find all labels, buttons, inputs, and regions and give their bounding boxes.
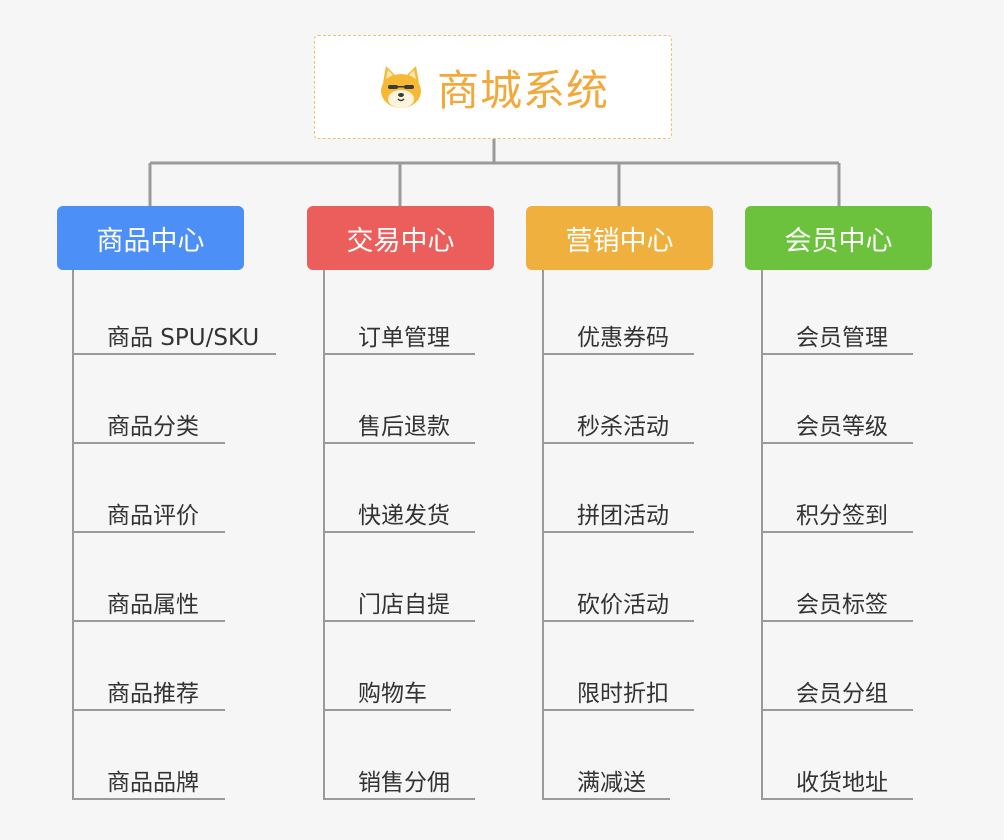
list-item: 购物车 — [358, 681, 427, 707]
list-item: 商品评价 — [107, 503, 199, 529]
list-item: 会员管理 — [796, 325, 888, 351]
category-marketing-center: 营销中心 — [526, 206, 713, 270]
list-item: 商品 SPU/SKU — [107, 325, 260, 351]
list-item: 会员标签 — [796, 592, 888, 618]
list-item: 商品分类 — [107, 414, 199, 440]
list-item: 订单管理 — [358, 325, 450, 351]
list-item: 满减送 — [577, 770, 646, 796]
list-item: 商品品牌 — [107, 770, 199, 796]
list-item: 砍价活动 — [577, 592, 669, 618]
category-trade-center: 交易中心 — [307, 206, 494, 270]
list-item: 售后退款 — [358, 414, 450, 440]
category-label: 会员中心 — [784, 225, 893, 257]
list-item: 快递发货 — [358, 503, 450, 529]
category-label: 交易中心 — [346, 225, 455, 257]
root-node: 商城系统 — [314, 35, 672, 139]
category-product-center: 商品中心 — [57, 206, 244, 270]
list-item: 秒杀活动 — [577, 414, 669, 440]
list-item: 拼团活动 — [577, 503, 669, 529]
category-label: 营销中心 — [565, 225, 674, 257]
list-item: 收货地址 — [796, 770, 888, 796]
list-item: 销售分佣 — [358, 770, 450, 796]
list-item: 商品推荐 — [107, 681, 199, 707]
list-item: 会员分组 — [796, 681, 888, 707]
list-item: 限时折扣 — [577, 681, 669, 707]
shiba-dog-logo-icon — [380, 66, 421, 108]
list-item: 商品属性 — [107, 592, 199, 618]
list-item: 会员等级 — [796, 414, 888, 440]
list-item: 积分签到 — [796, 503, 888, 529]
category-member-center: 会员中心 — [745, 206, 932, 270]
list-item: 优惠券码 — [577, 325, 669, 351]
category-label: 商品中心 — [96, 225, 205, 257]
list-item: 门店自提 — [358, 592, 450, 618]
root-title: 商城系统 — [436, 65, 609, 115]
